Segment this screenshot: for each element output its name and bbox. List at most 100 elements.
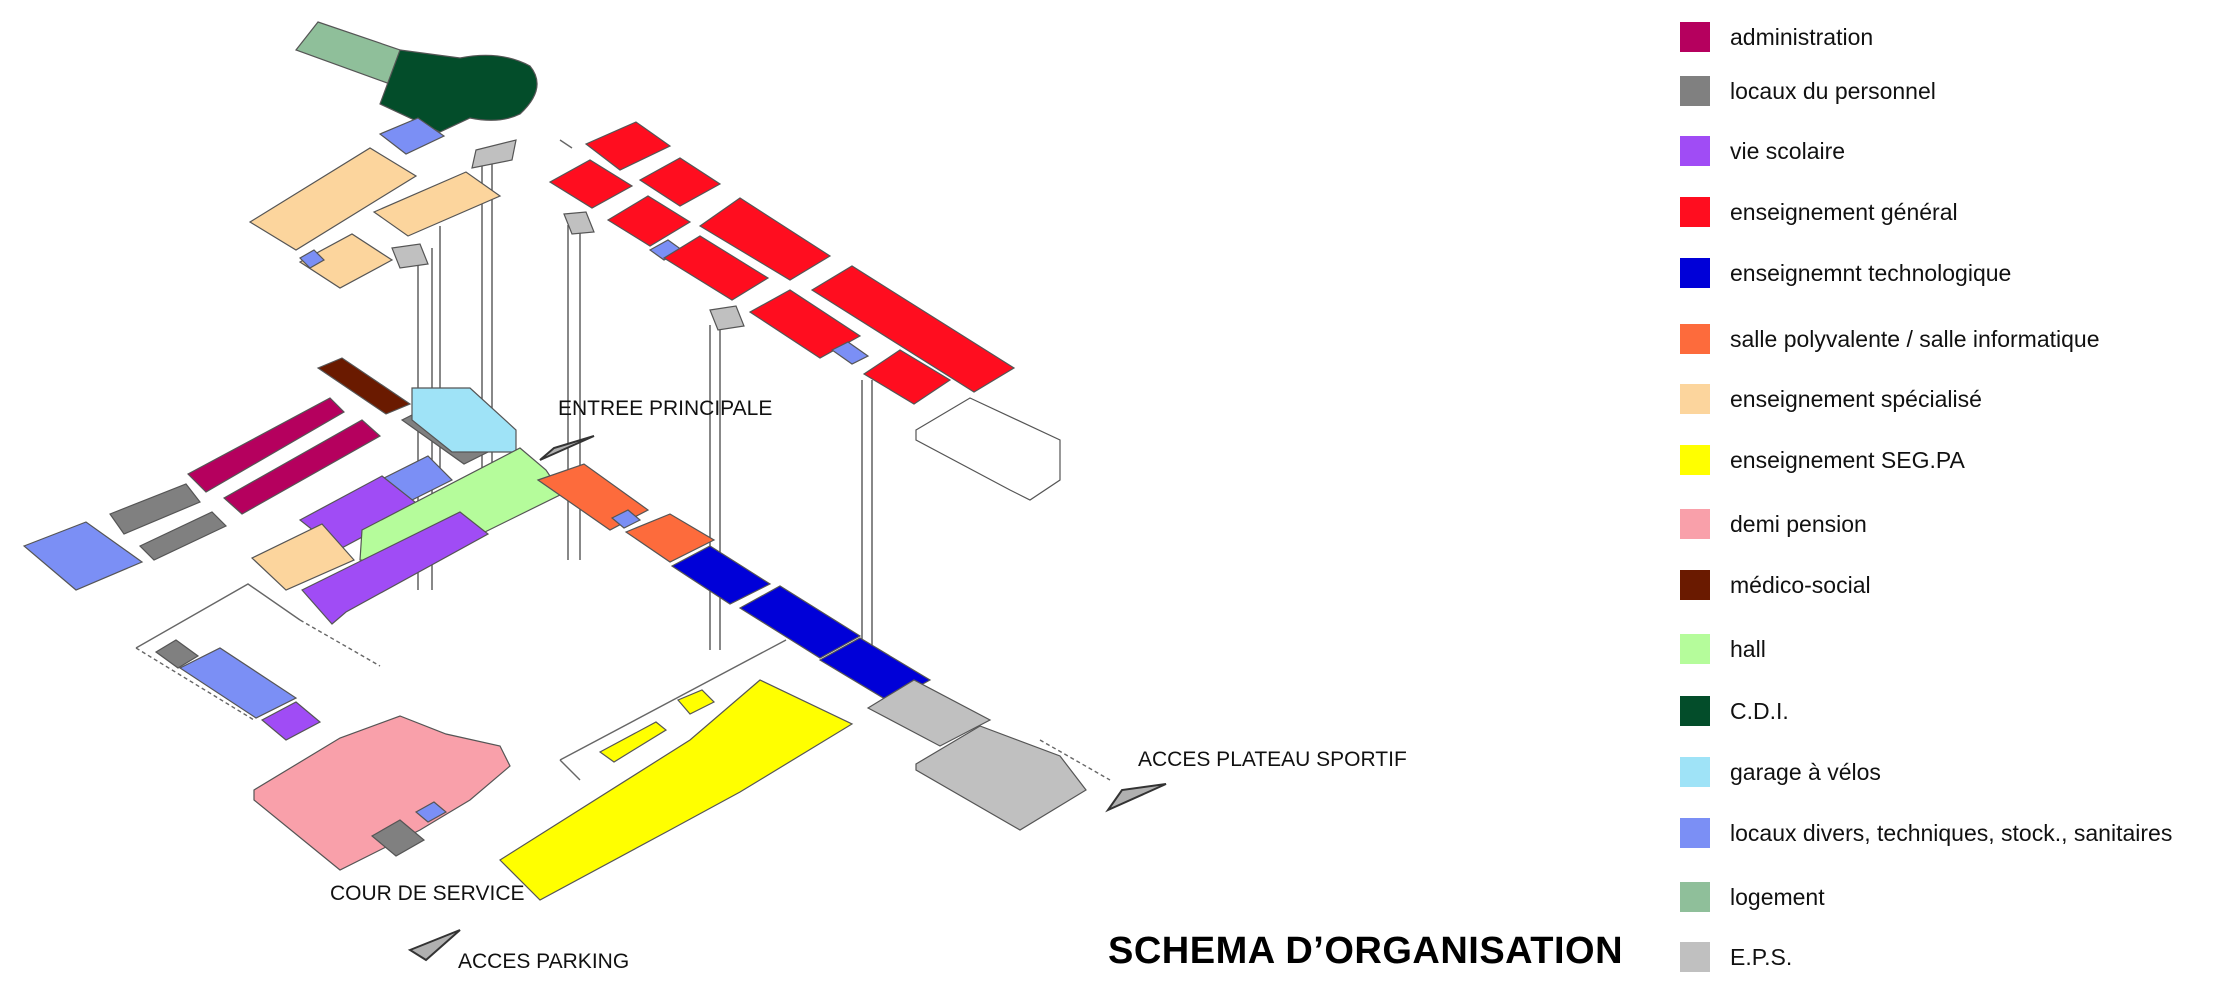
general-teaching-block	[638, 157, 722, 207]
vie-scolaire-block	[260, 701, 322, 741]
outline-wall	[299, 619, 381, 667]
legend-label: salle polyvalente / salle informatique	[1730, 325, 2100, 352]
storage-block	[830, 341, 870, 365]
legend-item: C.D.I.	[1680, 694, 1789, 728]
legend-item: administration	[1680, 20, 1873, 54]
floor-plan-diagram	[22, 21, 1167, 962]
outline-block	[915, 397, 1061, 501]
legend-swatch	[1680, 509, 1710, 539]
specialized-teaching-block	[248, 147, 418, 251]
legend-label: enseignement spécialisé	[1730, 385, 1982, 412]
storage-block	[414, 801, 448, 823]
stair-icon	[563, 211, 595, 235]
outline-wall	[559, 139, 573, 149]
legend-swatch	[1680, 634, 1710, 664]
legend-swatch	[1680, 757, 1710, 787]
storage-block	[178, 647, 298, 719]
arrow-icon	[1105, 783, 1167, 813]
legend-swatch	[1680, 324, 1710, 354]
general-teaching-block	[662, 235, 770, 301]
general-teaching-block	[698, 197, 832, 281]
outline-wall	[135, 647, 255, 721]
segpa-block	[499, 679, 854, 901]
acces-parking-label: ACCES PARKING	[458, 950, 630, 973]
legend-swatch	[1680, 258, 1710, 288]
legend-item: hall	[1680, 632, 1766, 666]
outline-wall	[559, 759, 581, 781]
legend-label: vie scolaire	[1730, 137, 1846, 164]
legend-label: enseignement général	[1730, 198, 1958, 225]
legend-swatch	[1680, 384, 1710, 414]
segpa-block	[677, 689, 716, 715]
staff-block	[109, 483, 201, 535]
stair-icon	[471, 139, 517, 169]
legend-item: garage à vélos	[1680, 755, 1881, 789]
storage-block	[299, 249, 325, 269]
legend-item: demi pension	[1680, 507, 1867, 541]
entree-principale-label: ENTREE PRINCIPALE	[558, 397, 773, 420]
specialized-teaching-block	[250, 523, 355, 591]
legend-item: salle polyvalente / salle informatique	[1680, 322, 2099, 356]
legend-label: demi pension	[1730, 510, 1867, 537]
legend-item: enseignement spécialisé	[1680, 382, 1982, 416]
legend-label: locaux divers, techniques, stock., sanit…	[1730, 819, 2173, 846]
general-teaching-block	[548, 159, 634, 209]
legend-label: E.P.S.	[1730, 943, 1793, 970]
staff-block	[154, 639, 200, 669]
administration-block	[222, 419, 382, 515]
legend-swatch	[1680, 22, 1710, 52]
multipurpose-room-block	[624, 513, 716, 563]
legend-item: enseignement général	[1680, 195, 1958, 229]
legend-label: enseignement SEG.PA	[1730, 446, 1965, 473]
cdi-block	[379, 49, 538, 133]
legend-swatch	[1680, 445, 1710, 475]
legend-swatch	[1680, 197, 1710, 227]
technology-teaching-block	[670, 545, 772, 605]
legend-swatch	[1680, 570, 1710, 600]
technology-teaching-block	[738, 585, 862, 659]
legend-item: locaux divers, techniques, stock., sanit…	[1680, 816, 2172, 850]
legend-label: médico-social	[1730, 571, 1871, 598]
legend-label: C.D.I.	[1730, 697, 1789, 724]
administration-block	[187, 397, 345, 493]
specialized-teaching-block	[372, 171, 502, 237]
legend-swatch	[1680, 696, 1710, 726]
legend-item: logement	[1680, 880, 1825, 914]
staff-block	[138, 511, 228, 561]
legend-swatch	[1680, 76, 1710, 106]
technology-teaching-block	[818, 637, 932, 703]
eps-block	[915, 725, 1087, 831]
medico-social-block	[316, 357, 412, 415]
eps-block	[866, 679, 992, 747]
legend-item: enseignemnt technologique	[1680, 256, 2011, 290]
legend-item: médico-social	[1680, 568, 1871, 602]
legend-label: enseignemnt technologique	[1730, 259, 2012, 286]
vie-scolaire-block	[301, 511, 490, 625]
legend-label: garage à vélos	[1730, 758, 1881, 785]
cour-de-service-label: COUR DE SERVICE	[330, 882, 525, 905]
legend-label: logement	[1730, 883, 1825, 910]
general-teaching-block	[606, 195, 692, 247]
legend-label: locaux du personnel	[1730, 77, 1936, 104]
legend-item: vie scolaire	[1680, 134, 1845, 168]
segpa-block	[598, 721, 668, 763]
legend-swatch	[1680, 818, 1710, 848]
legend-swatch	[1680, 942, 1710, 972]
outline-wall	[135, 583, 301, 649]
general-teaching-block	[862, 349, 952, 405]
general-teaching-block	[748, 289, 862, 359]
acces-plateau-sportif-label: ACCES PLATEAU SPORTIF	[1138, 748, 1407, 771]
legend-label: administration	[1730, 23, 1874, 50]
legend-swatch	[1680, 136, 1710, 166]
storage-block	[22, 521, 144, 591]
outline-wall	[559, 639, 787, 761]
demi-pension-block	[253, 715, 511, 871]
arrow-icon	[539, 435, 595, 461]
legend-item: enseignement SEG.PA	[1680, 443, 1965, 477]
storage-block	[610, 509, 642, 529]
legend-item: locaux du personnel	[1680, 74, 1936, 108]
legend-label: hall	[1730, 635, 1766, 662]
legend-item: E.P.S.	[1680, 940, 1792, 974]
general-teaching-block	[810, 265, 1016, 393]
arrow-icon	[407, 929, 461, 962]
